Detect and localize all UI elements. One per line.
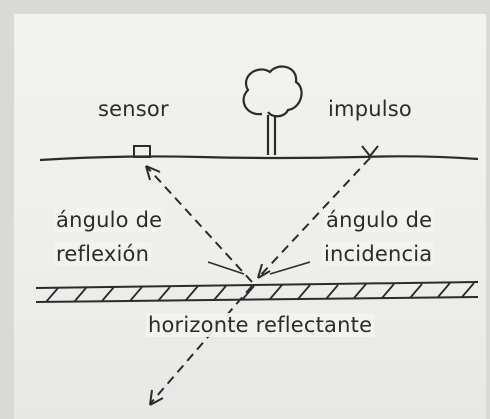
reflecting-horizon-band bbox=[35, 281, 479, 303]
sensor-box-icon bbox=[133, 145, 151, 158]
incident-arrowhead bbox=[257, 263, 271, 279]
transmitted-ray bbox=[149, 285, 253, 405]
incidence-angle-label-line2: incidencia bbox=[322, 242, 435, 266]
tree-icon bbox=[242, 65, 303, 155]
reflection-angle-label-line1: ángulo de bbox=[54, 208, 165, 232]
sensor-label: sensor bbox=[98, 97, 169, 121]
impulse-mark bbox=[361, 145, 379, 158]
horizon-label: horizonte reflectante bbox=[146, 313, 375, 337]
incidence-angle-leader bbox=[269, 261, 311, 275]
reflected-ray bbox=[145, 165, 253, 283]
ground-surface-line bbox=[39, 155, 479, 162]
incidence-angle-label-line1: ángulo de bbox=[324, 208, 435, 232]
impulse-label: impulso bbox=[328, 97, 412, 121]
incident-ray bbox=[257, 157, 371, 279]
reflected-arrowhead bbox=[145, 165, 161, 181]
reflection-angle-leader bbox=[207, 261, 245, 275]
reflection-angle-label-line2: reflexión bbox=[54, 242, 152, 266]
transmitted-arrowhead bbox=[149, 389, 164, 406]
